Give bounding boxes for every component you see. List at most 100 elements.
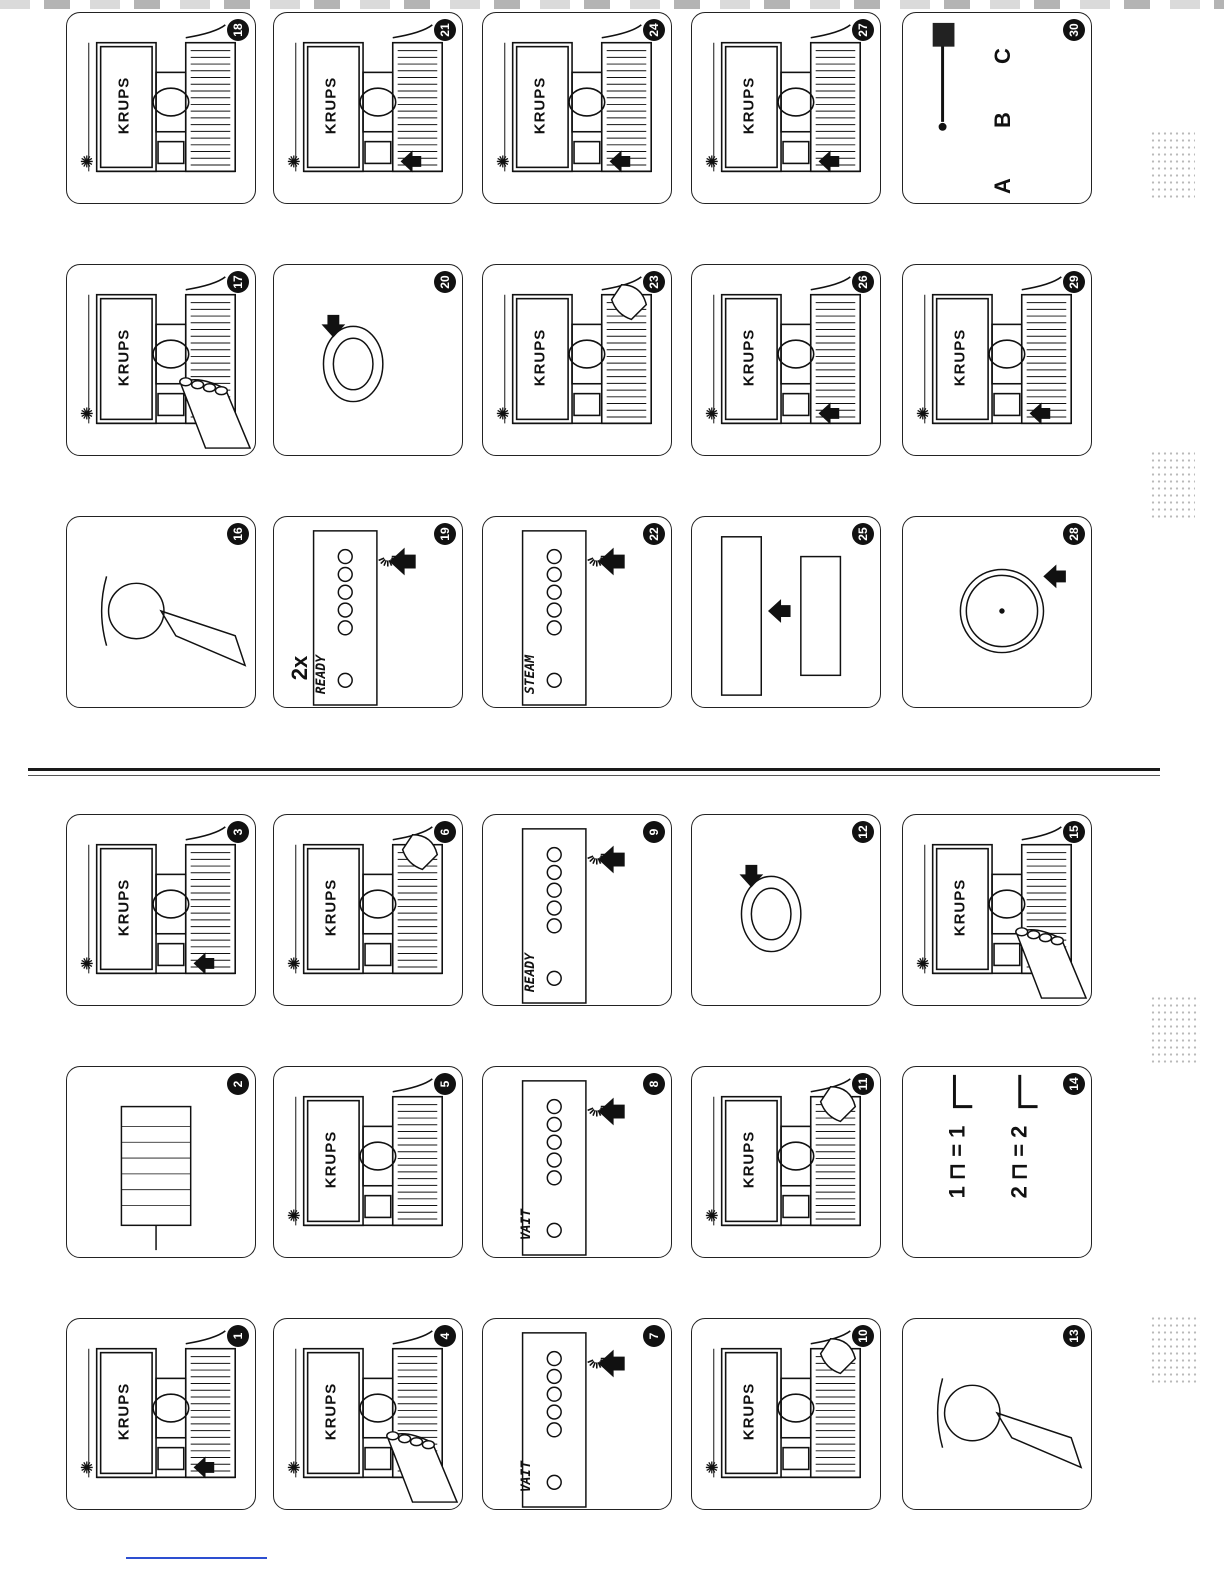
part-label-b: B xyxy=(990,112,1016,128)
machine-illustration xyxy=(89,25,235,171)
step-panel-2: 2 xyxy=(66,1066,256,1258)
brand-label: KRUPS xyxy=(115,879,132,937)
machine-illustration xyxy=(296,1079,442,1225)
step-panel-11: KRUPS 11 xyxy=(691,1066,881,1258)
step-panel-18: KRUPS 18 xyxy=(66,12,256,204)
step-panel-25: 25 xyxy=(691,516,881,708)
brand-label: KRUPS xyxy=(115,1383,132,1441)
press-arrow-icon xyxy=(598,548,624,576)
scan-noise xyxy=(1150,1315,1200,1385)
step-panel-13: 13 xyxy=(902,1318,1092,1510)
indicator-icon xyxy=(288,1209,300,1221)
step-number-badge: 30 xyxy=(1063,19,1085,41)
scan-noise xyxy=(1150,995,1200,1065)
step-number-badge: 20 xyxy=(434,271,456,293)
nozzle-cap-icon xyxy=(933,23,955,47)
brand-label: KRUPS xyxy=(951,879,968,937)
step-illustration xyxy=(741,876,800,951)
step-number-badge: 29 xyxy=(1063,271,1085,293)
step-number-badge: 6 xyxy=(434,821,456,843)
indicator-icon xyxy=(917,407,929,419)
step-panel-17: KRUPS 17 xyxy=(66,264,256,456)
press-arrow-icon xyxy=(389,548,415,576)
step-number-badge: 9 xyxy=(643,821,665,843)
step-number-badge: 22 xyxy=(643,523,665,545)
cup-rule-line-1: 1 ⊓ = 1 xyxy=(944,1126,970,1199)
indicator-icon xyxy=(81,1461,93,1473)
step-illustration xyxy=(102,576,245,665)
brand-label: KRUPS xyxy=(115,77,132,135)
scan-noise xyxy=(1150,450,1195,520)
brand-label: KRUPS xyxy=(740,1131,757,1189)
cup-rule-line-2: 2 ⊓ = 2 xyxy=(1006,1126,1032,1199)
cup-line-icon xyxy=(1020,1075,1038,1107)
brand-label: KRUPS xyxy=(951,329,968,387)
indicator-icon xyxy=(497,407,509,419)
step-number-badge: 8 xyxy=(643,1073,665,1095)
lcd-display-text: STEAM xyxy=(523,655,538,694)
step-panel-27: KRUPS27 xyxy=(691,12,881,204)
lcd-display-text: READY xyxy=(523,953,538,992)
indicator-icon xyxy=(288,155,300,167)
step-illustration xyxy=(323,326,382,401)
step-panel-10: KRUPS10 xyxy=(691,1318,881,1510)
machine-illustration xyxy=(89,1331,235,1477)
part-label-a: A xyxy=(990,178,1016,194)
step-number-badge: 19 xyxy=(434,523,456,545)
step-number-badge: 11 xyxy=(852,1073,874,1095)
indicator-icon xyxy=(81,957,93,969)
step-number-badge: 15 xyxy=(1063,821,1085,843)
step-number-badge: 23 xyxy=(643,271,665,293)
press-arrow-icon xyxy=(598,1350,624,1378)
step-number-badge: 17 xyxy=(227,271,249,293)
part-label-c: C xyxy=(990,48,1016,64)
step-number-badge: 18 xyxy=(227,19,249,41)
indicator-icon xyxy=(288,1461,300,1473)
brand-label: KRUPS xyxy=(740,77,757,135)
step-panel-20: 20 xyxy=(273,264,463,456)
machine-illustration xyxy=(296,25,442,171)
cup-line-icon xyxy=(954,1075,972,1107)
machine-illustration xyxy=(714,25,860,171)
step-illustration xyxy=(121,1107,190,1250)
indicator-icon xyxy=(917,957,929,969)
brand-label: KRUPS xyxy=(531,77,548,135)
indicator-icon xyxy=(81,407,93,419)
lcd-display-text: VAIT xyxy=(519,1461,534,1492)
step-panel-7: VAIT 7 xyxy=(482,1318,672,1510)
step-number-badge: 1 xyxy=(227,1325,249,1347)
machine-illustration xyxy=(89,827,235,973)
step-panel-29: KRUPS 29 xyxy=(902,264,1092,456)
step-panel-1: KRUPS 1 xyxy=(66,1318,256,1510)
step-number-badge: 7 xyxy=(643,1325,665,1347)
brand-label: KRUPS xyxy=(740,1383,757,1441)
brand-label: KRUPS xyxy=(115,329,132,387)
step-number-badge: 2 xyxy=(227,1073,249,1095)
indicator-icon xyxy=(497,155,509,167)
section-divider-shadow xyxy=(28,775,1160,776)
step-panel-22: STEAM 22 xyxy=(482,516,672,708)
lcd-display-text: READY xyxy=(314,655,329,694)
indicator-icon xyxy=(288,957,300,969)
press-arrow-icon xyxy=(598,846,624,874)
step-panel-30: A B C 30 xyxy=(902,12,1092,204)
step-illustration xyxy=(938,1378,1081,1467)
brand-label: KRUPS xyxy=(531,329,548,387)
indicator-icon xyxy=(81,155,93,167)
step-number-badge: 26 xyxy=(852,271,874,293)
brand-label: KRUPS xyxy=(740,329,757,387)
step-number-badge: 12 xyxy=(852,821,874,843)
step-panel-12: 12 xyxy=(691,814,881,1006)
brand-label: KRUPS xyxy=(322,1383,339,1441)
step-panel-26: KRUPS 26 xyxy=(691,264,881,456)
indicator-icon xyxy=(706,1209,718,1221)
step-number-badge: 5 xyxy=(434,1073,456,1095)
step-illustration xyxy=(960,569,1043,652)
step-panel-28: 28 xyxy=(902,516,1092,708)
step-panel-16: 16 xyxy=(66,516,256,708)
section-divider xyxy=(28,768,1160,771)
